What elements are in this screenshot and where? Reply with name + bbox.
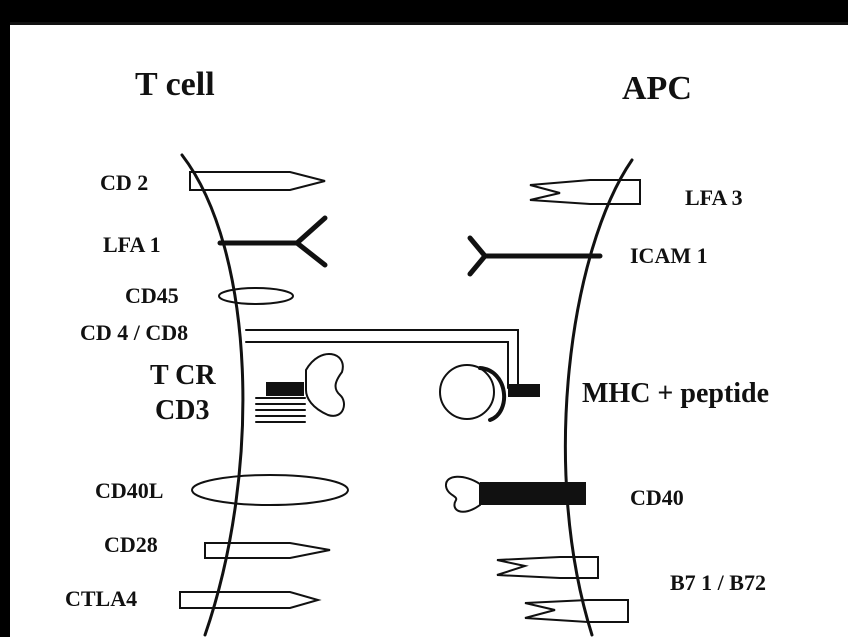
cd4-cd8-label: CD 4 / CD8 bbox=[80, 320, 189, 345]
cd28-molecule bbox=[204, 542, 331, 559]
mhc-peptide-label: MHC + peptide bbox=[582, 378, 770, 409]
lfa1-label: LFA 1 bbox=[103, 232, 161, 257]
cd45-molecule bbox=[218, 287, 294, 305]
cd4-cd8-connector bbox=[245, 329, 519, 389]
tcr-label: T CR bbox=[150, 360, 216, 391]
lfa1-molecule bbox=[217, 215, 328, 268]
apc-title: APC bbox=[622, 70, 692, 107]
t-cell-title: T cell bbox=[135, 66, 215, 103]
ctla4-label: CTLA4 bbox=[65, 586, 138, 611]
cd40-label: CD40 bbox=[630, 485, 684, 510]
icam1-molecule bbox=[467, 235, 603, 277]
t-cell-membrane bbox=[180, 153, 245, 637]
top-border-line bbox=[10, 22, 848, 25]
cd2-molecule bbox=[189, 171, 326, 191]
b7-label: B7 1 / B72 bbox=[670, 570, 766, 595]
cd2-label: CD 2 bbox=[100, 170, 149, 195]
cd3-molecule bbox=[255, 397, 306, 423]
lfa3-molecule bbox=[529, 179, 641, 205]
b7-2-molecule bbox=[524, 599, 629, 623]
cd40l-label: CD40L bbox=[95, 478, 164, 503]
ctla4-molecule bbox=[179, 591, 322, 609]
mhc-molecule bbox=[439, 364, 540, 422]
cd28-label: CD28 bbox=[104, 532, 158, 557]
cd40l-molecule bbox=[191, 474, 349, 506]
b7-1-molecule bbox=[496, 556, 599, 579]
tcr-molecule bbox=[266, 352, 345, 417]
cd45-label: CD45 bbox=[125, 283, 179, 308]
cd40-molecule bbox=[445, 475, 586, 513]
lfa3-label: LFA 3 bbox=[685, 185, 743, 210]
icam1-label: ICAM 1 bbox=[630, 243, 708, 268]
cd3-label: CD3 bbox=[155, 395, 210, 426]
